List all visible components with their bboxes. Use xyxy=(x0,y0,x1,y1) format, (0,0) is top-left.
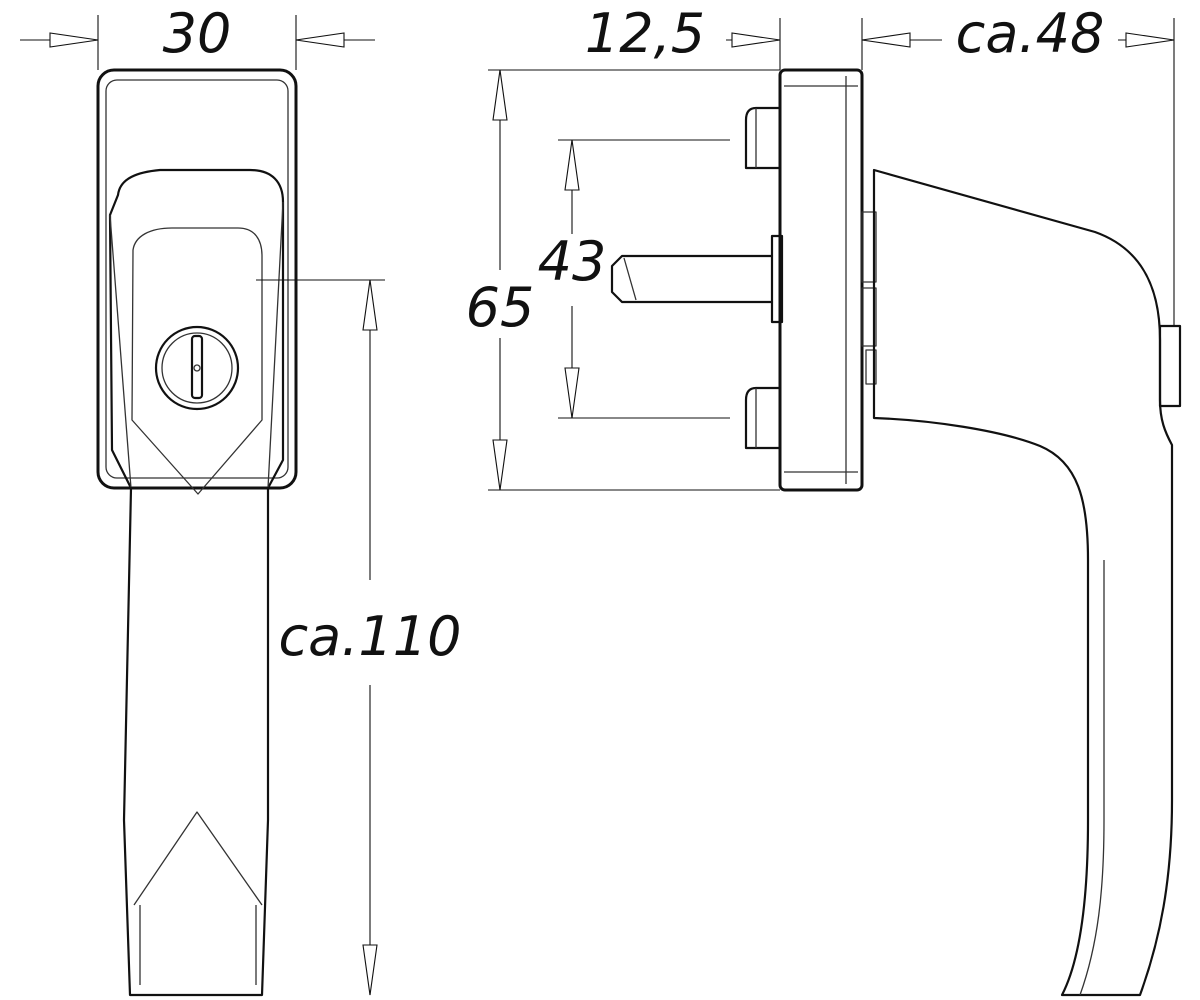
side-view: 12,5 ca.48 65 43 xyxy=(466,2,1182,997)
front-handle-neck xyxy=(108,168,285,490)
front-rosette-plate-inner xyxy=(105,79,289,479)
side-spacer-bottom xyxy=(861,287,877,347)
dim-total-depth-arrow-left xyxy=(861,32,911,48)
lock-cylinder-inner xyxy=(161,332,233,404)
lock-keyway-dot xyxy=(193,364,201,372)
fixing-pin-top xyxy=(744,106,782,170)
lock-cylinder-outer xyxy=(154,325,240,411)
dim-total-depth-label: ca.48 xyxy=(956,2,1105,65)
dim-width-label: 30 xyxy=(163,2,232,65)
dim-plate-depth-arrow xyxy=(731,32,781,48)
dim-plate-height-label: 65 xyxy=(466,276,535,339)
front-grip xyxy=(122,486,270,997)
front-grip-tip-inner-2 xyxy=(139,905,257,985)
side-spacer-top xyxy=(861,211,877,283)
side-spacer-small xyxy=(865,349,877,385)
square-spindle xyxy=(610,254,774,304)
dim-length-arrow-bottom xyxy=(362,944,378,996)
side-lever xyxy=(872,168,1174,997)
dim-total-depth-arrow-right xyxy=(1125,32,1175,48)
side-rosette-plate xyxy=(778,68,864,492)
front-handle-neck-inner xyxy=(131,227,263,495)
dim-width-arrow-left xyxy=(49,32,99,48)
fixing-pin-bottom xyxy=(744,386,782,450)
front-handle-neck-contour xyxy=(109,201,284,489)
dim-pin-spacing-arrow-bottom xyxy=(564,367,580,419)
dim-length-arrow-top xyxy=(362,279,378,331)
dim-width-arrow-right xyxy=(295,32,345,48)
front-grip-tip-inner xyxy=(133,811,263,906)
side-lever-cylinder-cap xyxy=(1158,324,1182,408)
dim-length-label: ca.110 xyxy=(278,605,461,668)
dim-pin-spacing-label: 43 xyxy=(538,230,607,293)
spindle-collar xyxy=(770,234,784,324)
dim-pin-spacing-arrow-top xyxy=(564,139,580,191)
side-lever-inner-contour xyxy=(1079,560,1105,996)
dim-plate-depth-label: 12,5 xyxy=(585,2,705,65)
dim-plate-height-arrow-top xyxy=(492,69,508,121)
dim-plate-height-arrow-bottom xyxy=(492,439,508,491)
square-spindle-bevel xyxy=(623,257,637,301)
lock-keyway xyxy=(190,334,204,400)
front-view: 30 ca.110 xyxy=(20,2,462,997)
front-rosette-plate xyxy=(96,68,298,490)
